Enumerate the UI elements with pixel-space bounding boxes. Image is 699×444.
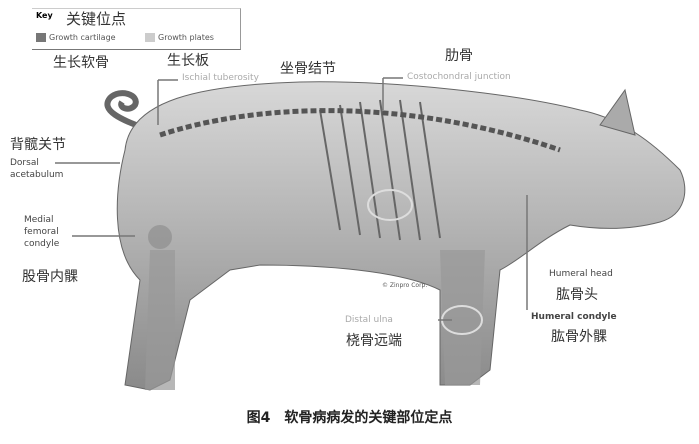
copyright: © Zinpro Corp. xyxy=(382,282,428,289)
label-dorsal-cn: 背髋关节 xyxy=(10,137,66,153)
spine xyxy=(159,108,561,153)
text-line: femoral xyxy=(24,227,59,237)
caption-text: 软骨病病发的关键部位定点 xyxy=(284,410,453,426)
label-distal-ulna-en: Distal ulna xyxy=(345,315,393,325)
legend-label: Growth cartilage xyxy=(49,33,116,42)
text-line: condyle xyxy=(24,239,60,249)
legend-item-growth-cartilage: Growth cartilage xyxy=(36,33,116,42)
legend-key: Key 关键位点 Growth cartilage Growth plates xyxy=(32,8,241,50)
key-title: Key xyxy=(36,11,53,20)
label-rib-cn: 肋骨 xyxy=(445,48,473,64)
text-line: Dorsal xyxy=(10,158,39,168)
pig-tail xyxy=(104,90,151,133)
label-costochondral-en: Costochondral junction xyxy=(407,72,511,82)
pig-ear xyxy=(599,88,636,136)
label-humeral-head-cn: 肱骨头 xyxy=(556,287,598,303)
label-humeral-condyle-cn: 肱骨外髁 xyxy=(551,329,607,345)
label-growth-plate-cn: 生长板 xyxy=(167,53,209,69)
key-title-cn: 关键位点 xyxy=(66,10,127,28)
text-line: Medial xyxy=(24,215,54,225)
pig-body xyxy=(116,81,686,391)
figure-caption: 图4 软骨病病发的关键部位定点 xyxy=(0,407,699,427)
label-ischial-cn: 坐骨结节 xyxy=(280,61,336,77)
figure-number: 图4 xyxy=(246,410,271,426)
label-humeral-head-en: Humeral head xyxy=(549,269,613,279)
text-line: acetabulum xyxy=(10,170,64,180)
label-ischial-en: Ischial tuberosity xyxy=(182,73,259,83)
growth-plates-swatch xyxy=(145,33,155,42)
label-distal-ulna-cn: 桡骨远端 xyxy=(346,333,402,349)
label-femoral-cn: 股骨内髁 xyxy=(22,269,78,285)
legend-label: Growth plates xyxy=(158,33,214,42)
label-dorsal-en: Dorsal acetabulum xyxy=(10,157,63,181)
legend-item-growth-plates: Growth plates xyxy=(145,33,214,42)
fore-leg xyxy=(440,250,485,385)
growth-cartilage-swatch xyxy=(36,33,46,42)
label-growth-cartilage-cn: 生长软骨 xyxy=(53,55,109,71)
label-humeral-condyle-en: Humeral condyle xyxy=(531,312,617,322)
hind-leg xyxy=(145,250,175,390)
label-femoral-en: Medial femoral condyle xyxy=(24,214,59,250)
